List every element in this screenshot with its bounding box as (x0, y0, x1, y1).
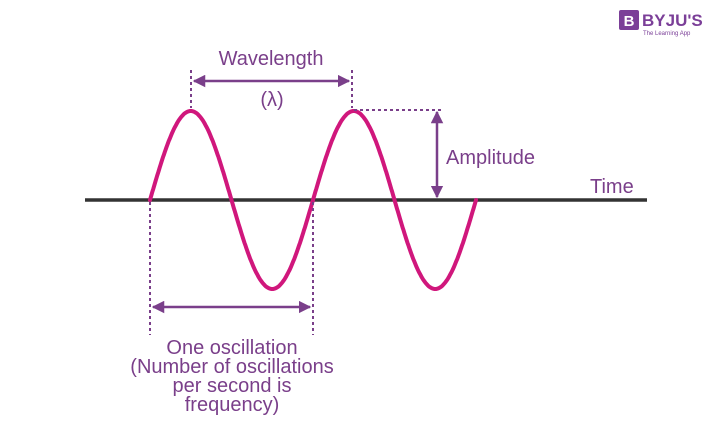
logo-mark-icon (619, 10, 639, 30)
oscillation-guides (149, 202, 314, 335)
byjus-logo: B BYJU'S The Learning App (619, 10, 703, 37)
oscillation-line: per second is (173, 375, 292, 397)
lambda-label: (λ) (260, 89, 283, 111)
wavelength-guides (190, 70, 353, 108)
oscillation-label: One oscillation (Number of oscillations … (130, 337, 333, 416)
time-label: Time (590, 176, 634, 198)
logo-mark-letter: B (624, 13, 635, 30)
wavelength-label: Wavelength (219, 48, 324, 70)
oscillation-line: One oscillation (166, 337, 297, 359)
amplitude-label: Amplitude (446, 147, 535, 169)
logo-brand: BYJU'S (642, 11, 703, 30)
oscillation-line: frequency) (185, 394, 280, 416)
sine-wave (148, 109, 478, 291)
logo-tagline: The Learning App (643, 31, 691, 37)
oscillation-line: (Number of oscillations (130, 356, 333, 378)
